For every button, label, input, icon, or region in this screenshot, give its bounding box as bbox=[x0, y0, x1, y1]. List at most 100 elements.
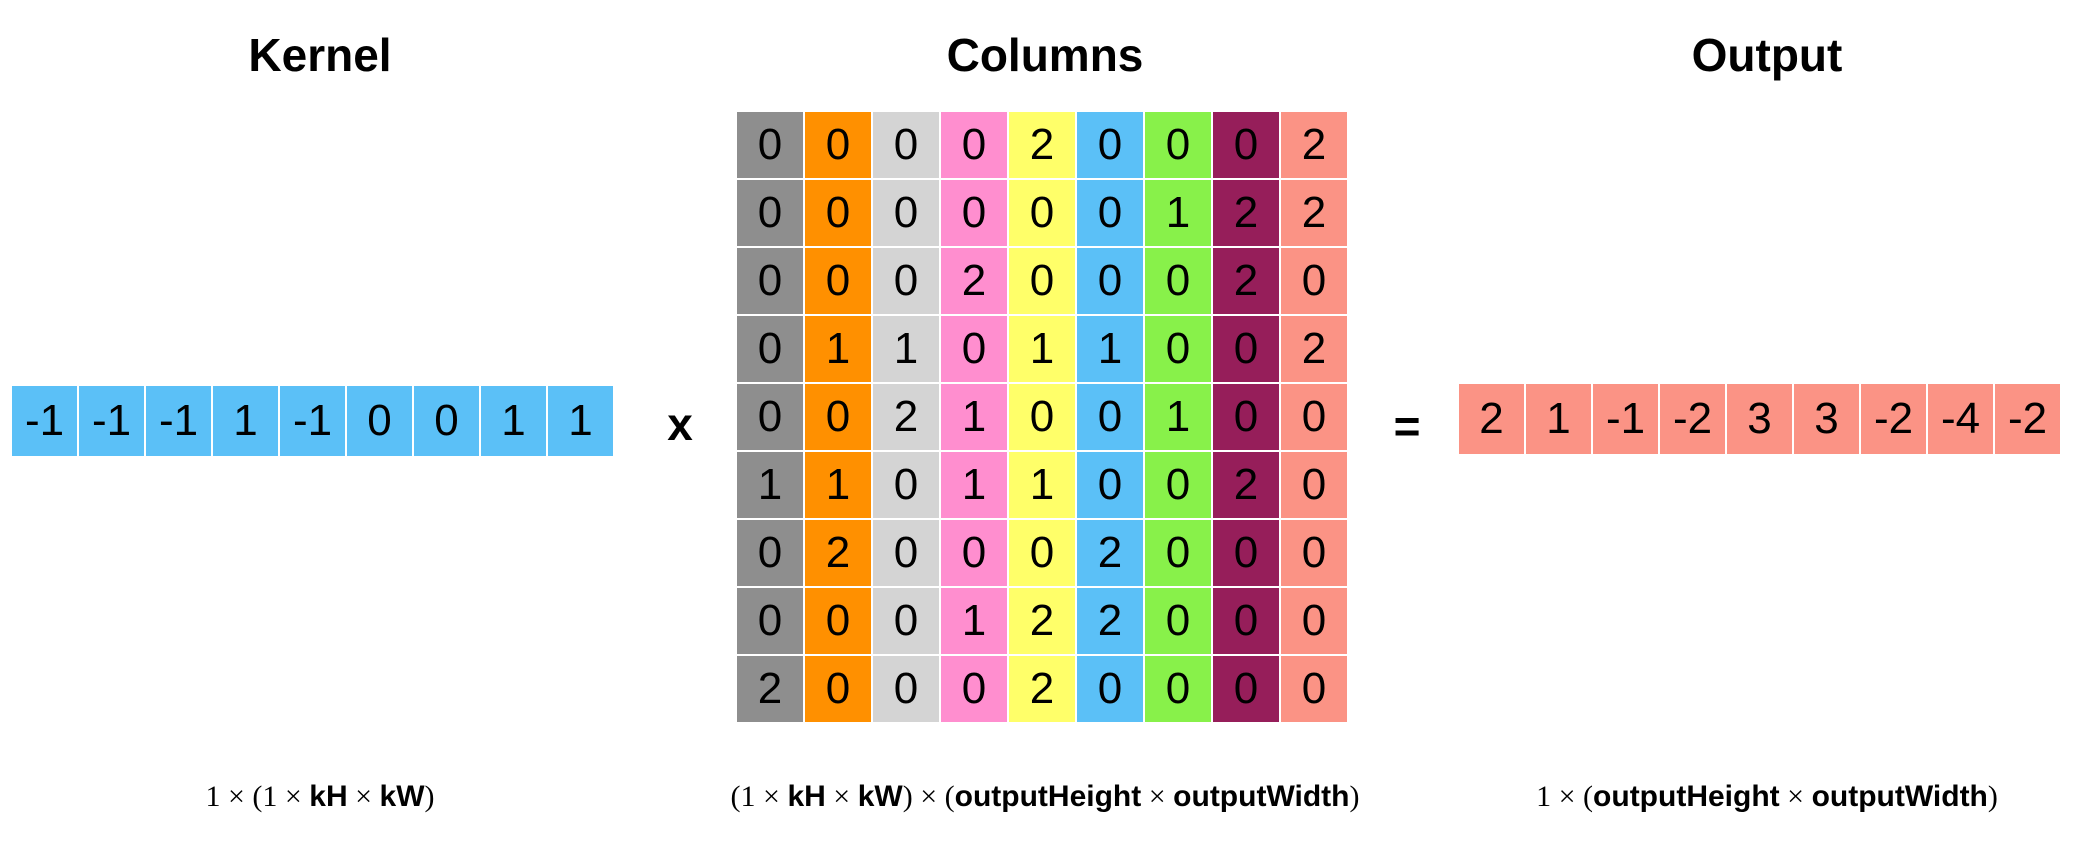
columns-cell: 0 bbox=[1281, 520, 1349, 588]
columns-cell: 0 bbox=[1281, 452, 1349, 520]
columns-cell: 0 bbox=[941, 656, 1009, 724]
columns-cell: 0 bbox=[1145, 112, 1213, 180]
columns-cell: 0 bbox=[941, 316, 1009, 384]
columns-cell: 1 bbox=[737, 452, 805, 520]
columns-cell: 0 bbox=[1009, 180, 1077, 248]
columns-cell: 0 bbox=[873, 520, 941, 588]
columns-cell: 0 bbox=[1213, 316, 1281, 384]
columns-cell: 0 bbox=[1145, 520, 1213, 588]
columns-cell: 0 bbox=[873, 656, 941, 724]
kernel-cell: 1 bbox=[213, 386, 280, 458]
columns-cell: 2 bbox=[1213, 248, 1281, 316]
columns-cell: 0 bbox=[1213, 112, 1281, 180]
columns-cell: 1 bbox=[1145, 180, 1213, 248]
columns-cell: 0 bbox=[1077, 248, 1145, 316]
columns-cell: 0 bbox=[873, 452, 941, 520]
columns-cell: 2 bbox=[1009, 588, 1077, 656]
columns-cell: 1 bbox=[941, 452, 1009, 520]
columns-cell: 2 bbox=[1009, 112, 1077, 180]
output-cell: -4 bbox=[1928, 384, 1995, 456]
output-cell: 1 bbox=[1526, 384, 1593, 456]
output-cell: -2 bbox=[1861, 384, 1928, 456]
columns-title: Columns bbox=[946, 29, 1144, 81]
columns-cell: 0 bbox=[1077, 180, 1145, 248]
columns-cell: 0 bbox=[737, 180, 805, 248]
columns-cell: 0 bbox=[1077, 112, 1145, 180]
output-cell: 2 bbox=[1459, 384, 1526, 456]
columns-cell: 0 bbox=[805, 112, 873, 180]
columns-cell: 2 bbox=[805, 520, 873, 588]
columns-cell: 0 bbox=[805, 588, 873, 656]
columns-cell: 2 bbox=[1213, 452, 1281, 520]
columns-cell: 0 bbox=[1145, 588, 1213, 656]
kernel-shape-caption: 1 × (1 × kH × kW) bbox=[205, 780, 435, 813]
kernel-cell: -1 bbox=[280, 386, 347, 458]
equals-sign: = bbox=[1393, 400, 1421, 452]
columns-cell: 0 bbox=[1281, 656, 1349, 724]
kernel-cell: -1 bbox=[12, 386, 79, 458]
columns-cell: 0 bbox=[1145, 316, 1213, 384]
columns-cell: 0 bbox=[873, 588, 941, 656]
columns-cell: 0 bbox=[805, 248, 873, 316]
columns-cell: 2 bbox=[1281, 112, 1349, 180]
columns-cell: 0 bbox=[1077, 656, 1145, 724]
output-cell: -2 bbox=[1660, 384, 1727, 456]
columns-cell: 0 bbox=[1077, 384, 1145, 452]
columns-cell: 0 bbox=[1213, 656, 1281, 724]
output-cell: -1 bbox=[1593, 384, 1660, 456]
columns-cell: 0 bbox=[737, 588, 805, 656]
columns-shape-caption: (1 × kH × kW) × (outputHeight × outputWi… bbox=[730, 780, 1360, 813]
columns-cell: 0 bbox=[805, 180, 873, 248]
output-cell: 3 bbox=[1794, 384, 1861, 456]
kernel-title: Kernel bbox=[248, 29, 392, 81]
columns-cell: 0 bbox=[941, 520, 1009, 588]
columns-cell: 0 bbox=[1213, 588, 1281, 656]
columns-cell: 0 bbox=[805, 384, 873, 452]
columns-cell: 0 bbox=[1145, 656, 1213, 724]
columns-cell: 2 bbox=[1077, 588, 1145, 656]
columns-cell: 2 bbox=[1281, 316, 1349, 384]
columns-cell: 0 bbox=[737, 316, 805, 384]
columns-cell: 1 bbox=[941, 384, 1009, 452]
output-title: Output bbox=[1691, 29, 1843, 81]
columns-cell: 0 bbox=[1281, 588, 1349, 656]
columns-cell: 1 bbox=[805, 316, 873, 384]
columns-cell: 0 bbox=[1077, 452, 1145, 520]
columns-cell: 0 bbox=[873, 180, 941, 248]
columns-cell: 0 bbox=[941, 112, 1009, 180]
columns-cell: 2 bbox=[941, 248, 1009, 316]
columns-cell: 1 bbox=[1077, 316, 1145, 384]
kernel-cell: 0 bbox=[347, 386, 414, 458]
kernel-cell: 0 bbox=[414, 386, 481, 458]
columns-cell: 0 bbox=[1281, 384, 1349, 452]
columns-cell: 2 bbox=[1009, 656, 1077, 724]
kernel-cell: 1 bbox=[548, 386, 615, 458]
columns-cell: 2 bbox=[737, 656, 805, 724]
columns-cell: 1 bbox=[1145, 384, 1213, 452]
columns-cell: 1 bbox=[873, 316, 941, 384]
kernel-cell: -1 bbox=[79, 386, 146, 458]
output-cell: 3 bbox=[1727, 384, 1794, 456]
columns-cell: 0 bbox=[1145, 452, 1213, 520]
columns-cell: 2 bbox=[1281, 180, 1349, 248]
columns-cell: 0 bbox=[1145, 248, 1213, 316]
columns-cell: 0 bbox=[1009, 520, 1077, 588]
columns-cell: 0 bbox=[737, 112, 805, 180]
output-cell: -2 bbox=[1995, 384, 2062, 456]
columns-cell: 0 bbox=[737, 520, 805, 588]
columns-cell: 2 bbox=[1213, 180, 1281, 248]
columns-cell: 0 bbox=[737, 248, 805, 316]
columns-cell: 1 bbox=[1009, 452, 1077, 520]
columns-cell: 2 bbox=[873, 384, 941, 452]
columns-cell: 1 bbox=[941, 588, 1009, 656]
columns-cell: 0 bbox=[1009, 384, 1077, 452]
columns-cell: 0 bbox=[805, 656, 873, 724]
kernel-cell: 1 bbox=[481, 386, 548, 458]
kernel-cell: -1 bbox=[146, 386, 213, 458]
columns-cell: 1 bbox=[1009, 316, 1077, 384]
output-shape-caption: 1 × (outputHeight × outputWidth) bbox=[1536, 780, 1998, 813]
columns-cell: 0 bbox=[1009, 248, 1077, 316]
